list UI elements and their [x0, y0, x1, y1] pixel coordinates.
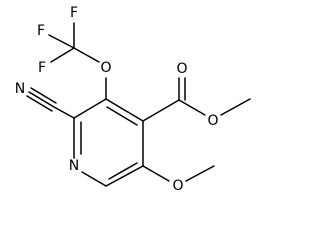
bond-c4-c3	[105, 98, 144, 122]
bond-o-ester-methyl	[220, 98, 251, 116]
bond-c4-c3-inner	[106, 106, 138, 126]
atom-label-o-methoxy: O	[172, 178, 183, 194]
bond-c5-o-methoxy	[142, 165, 170, 182]
bond-c6-c5	[105, 165, 144, 187]
bond-nitrile-3	[26, 95, 53, 112]
atom-label-n-ring: N	[69, 158, 79, 174]
molecule-structure: F F F O N O O N O	[15, 5, 251, 194]
atom-label-f1: F	[70, 5, 78, 21]
bond-n1-c6	[81, 171, 107, 187]
bond-nitrile-2	[30, 87, 57, 104]
bond-c4-ester-c	[142, 99, 180, 122]
atom-labels: F F F O N O O N O	[15, 5, 219, 194]
atom-label-f2: F	[37, 23, 45, 39]
bond-nitrile-1	[28, 91, 55, 108]
atom-label-o-ether: O	[100, 60, 111, 76]
bond-cf3-f3	[50, 47, 75, 63]
atom-label-o-ester: O	[207, 113, 218, 129]
bond-c3-c2	[73, 98, 107, 119]
atom-label-o-carbonyl: O	[176, 61, 187, 77]
atom-label-n-nitrile: N	[15, 81, 25, 97]
bond-cf3-f2	[48, 34, 75, 49]
bond-c6-c5-inner	[108, 162, 138, 180]
bonds	[26, 22, 251, 187]
bond-o-ether-cf3	[73, 47, 100, 63]
bond-c2-cn	[53, 106, 75, 119]
atom-label-f3: F	[38, 60, 46, 76]
bond-ester-c-o-ester	[178, 99, 206, 116]
bond-o-methoxy-methyl	[185, 165, 215, 182]
